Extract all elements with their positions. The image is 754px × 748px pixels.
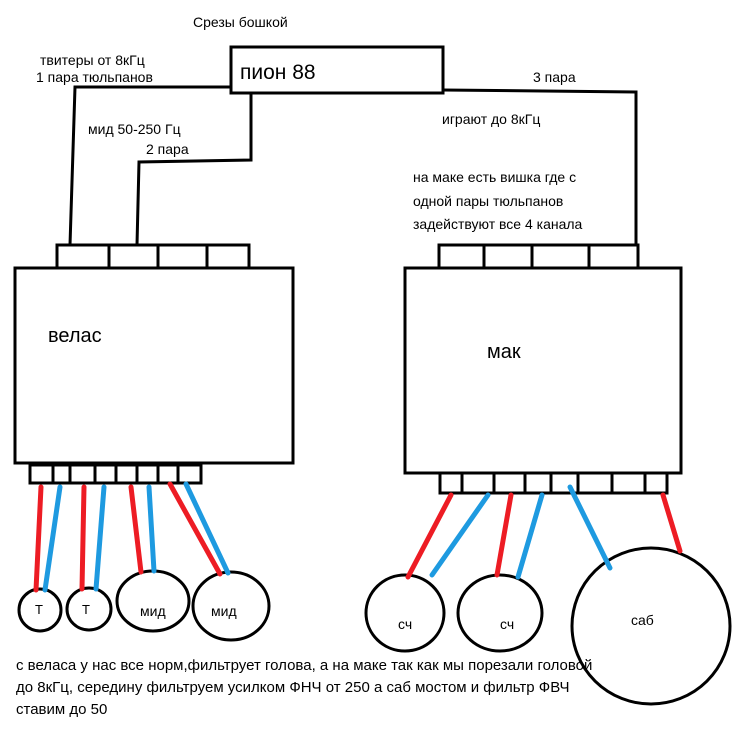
amp-left-rca-block [55,243,251,270]
head-unit-label: пион 88 [240,61,316,84]
amp-right-label: мак [487,341,521,363]
amp-right-terminal-block [438,471,669,495]
speaker-sub [570,546,732,706]
speaker-tweeter-2 [65,586,113,632]
wire-red [167,481,223,577]
footer-note: с веласа у нас все норм,фильтрует голова… [16,657,593,718]
top-label: Срезы бошкой [193,14,288,30]
rca-line-pair1 [68,85,231,246]
speaker-sch-1 [364,573,446,653]
mac-note-line-1: на маке есть вишка где с [413,169,577,185]
wire-red [79,484,87,592]
tweeters-label-2: 1 пара тюльпанов [36,69,153,85]
wire-red [660,492,683,554]
wire-blue [515,492,545,580]
wire-blue [146,484,157,574]
wire-blue [42,484,63,593]
rca-line-pair3 [442,88,638,245]
wire-blue [93,484,107,592]
play-to-label: играют до 8кГц [442,111,541,127]
speaker-sch-2-label: сч [500,616,515,632]
wire-red [494,492,514,578]
speaker-sch-1-label: сч [398,616,413,632]
amp-left-body [13,266,295,465]
amp-right-body [403,266,683,475]
speaker-mid-2 [191,570,271,642]
speaker-mid-2-label: мид [211,603,237,619]
wire-blue [183,481,231,576]
speaker-mid-1-label: мид [140,603,166,619]
speaker-tweeter-1 [17,587,63,633]
wire-red [33,484,44,593]
wire-red [128,484,144,575]
tweeters-label-1: твитеры от 8кГц [40,52,145,68]
speaker-tweeter-1-label: Т [35,602,43,617]
speaker-mid-1 [115,569,191,633]
amp-left-label: велас [48,325,102,347]
mid-label-2: 2 пара [146,141,189,157]
speaker-tweeter-2-label: Т [82,602,90,617]
mid-label-1: мид 50-250 Гц [88,121,181,137]
rca-line-pair2 [135,93,253,246]
head-unit-box [229,45,445,95]
speaker-sub-label: саб [631,612,654,628]
mac-note-line-3: задействуют все 4 канала [413,216,583,232]
amp-right-rca-block [437,243,640,270]
wire-red [405,492,454,580]
speaker-sch-2 [456,573,544,653]
pair3-label: 3 пара [533,69,576,85]
wire-blue [429,492,491,578]
mac-note-line-2: одной пары тюльпанов [413,193,564,209]
wire-blue [567,484,613,571]
